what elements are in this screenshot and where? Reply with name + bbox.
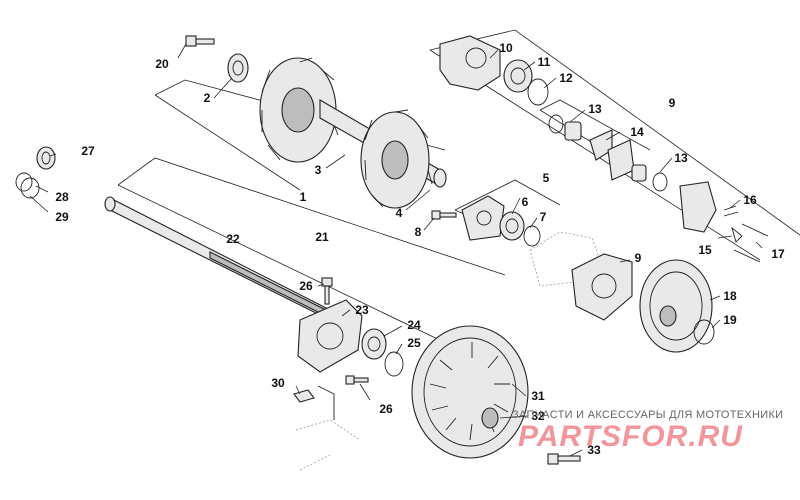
cap-part-27 <box>36 146 56 170</box>
callout-32: 32 <box>531 409 545 423</box>
callout-19: 19 <box>723 313 737 327</box>
clamp-part-29 <box>20 177 40 199</box>
callout-9-top: 9 <box>669 96 676 110</box>
housing-mid-part <box>571 253 633 321</box>
callout-4: 4 <box>396 206 403 220</box>
callout-18: 18 <box>723 289 737 303</box>
callout-13-bottom: 13 <box>674 151 688 165</box>
clutch-sheave-part <box>411 325 529 459</box>
callout-33: 33 <box>587 443 601 457</box>
clamp-part-28 <box>15 172 33 192</box>
circlip-part <box>523 225 541 247</box>
callout-1: 1 <box>300 190 307 204</box>
callout-15: 15 <box>698 243 712 257</box>
drive-shaft-assembly <box>185 35 447 209</box>
watermark: ЗАПЧАСТИ И АКСЕССУАРЫ ДЛЯ МОТОТЕХНИКИ PA… <box>512 409 783 453</box>
watermark-tagline: ЗАПЧАСТИ И АКСЕССУАРЫ ДЛЯ МОТОТЕХНИКИ <box>512 409 783 421</box>
callout-24: 24 <box>407 318 421 332</box>
callout-29: 29 <box>55 210 69 224</box>
callout-23: 23 <box>355 303 369 317</box>
clip-part-30 <box>293 389 315 403</box>
bearing-plate-part <box>297 299 363 373</box>
bolt-part-20 <box>185 35 215 47</box>
callout-30: 30 <box>271 376 285 390</box>
jackshaft-assembly <box>15 146 331 321</box>
callout-20: 20 <box>155 57 169 71</box>
flange-bearing-group <box>431 195 541 247</box>
callout-10: 10 <box>499 41 513 55</box>
callout-labels: 1 2 3 4 5 6 7 8 9 9 10 11 12 13 13 14 15… <box>55 41 785 457</box>
driven-pulley-part <box>639 259 713 353</box>
callout-14: 14 <box>630 125 644 139</box>
sprocket-right <box>360 109 433 209</box>
housing-upper <box>439 35 501 91</box>
callout-12: 12 <box>559 71 573 85</box>
chaincase-assembly <box>439 35 769 263</box>
callout-6: 6 <box>522 195 529 209</box>
callout-25: 25 <box>407 336 421 350</box>
spacer-part <box>564 121 582 141</box>
bolt-part-26b <box>345 375 369 385</box>
shaft-end <box>433 168 447 188</box>
circlip-part-19 <box>693 319 715 345</box>
callout-8: 8 <box>415 225 422 239</box>
callout-16: 16 <box>743 193 757 207</box>
callout-9-mid: 9 <box>635 251 642 265</box>
housing-lower-part <box>679 181 717 233</box>
callout-5: 5 <box>543 171 550 185</box>
bracket-line <box>317 385 335 420</box>
callout-28: 28 <box>55 190 69 204</box>
callout-22: 22 <box>226 232 240 246</box>
leader-lines <box>29 43 763 457</box>
watermark-logo: PARTSFOR.RU <box>518 420 743 453</box>
seal-part <box>227 53 249 83</box>
callout-31: 31 <box>531 389 545 403</box>
spacer-part-2 <box>631 164 647 182</box>
callout-27: 27 <box>81 144 95 158</box>
bearing-plate-group <box>293 277 404 471</box>
ring-part-13a <box>548 114 564 134</box>
ring-part-13b <box>652 172 668 192</box>
callout-13-top: 13 <box>588 102 602 116</box>
bolt-part-26a <box>321 277 333 305</box>
clutch-assembly <box>411 325 581 465</box>
bolt-part-8 <box>431 210 457 220</box>
oring-part-12 <box>527 78 549 106</box>
clip-part-15 <box>731 226 743 243</box>
frame-outline <box>295 419 361 471</box>
callout-3: 3 <box>315 163 322 177</box>
bearing-part-24 <box>361 328 387 360</box>
bolt-part-33 <box>547 453 581 465</box>
callout-11: 11 <box>538 55 551 69</box>
callout-21: 21 <box>315 230 329 244</box>
callout-26-top: 26 <box>299 279 313 293</box>
secondary-housing <box>529 231 715 353</box>
bearing-part-11 <box>503 59 533 93</box>
callout-26-bottom: 26 <box>379 402 393 416</box>
oring-part-25 <box>384 351 404 377</box>
callout-7: 7 <box>540 210 547 224</box>
flange-part <box>461 195 505 241</box>
bearing-part <box>499 211 525 241</box>
callout-17: 17 <box>771 247 785 261</box>
callout-2: 2 <box>204 91 211 105</box>
bolts-part-17 <box>733 223 769 263</box>
